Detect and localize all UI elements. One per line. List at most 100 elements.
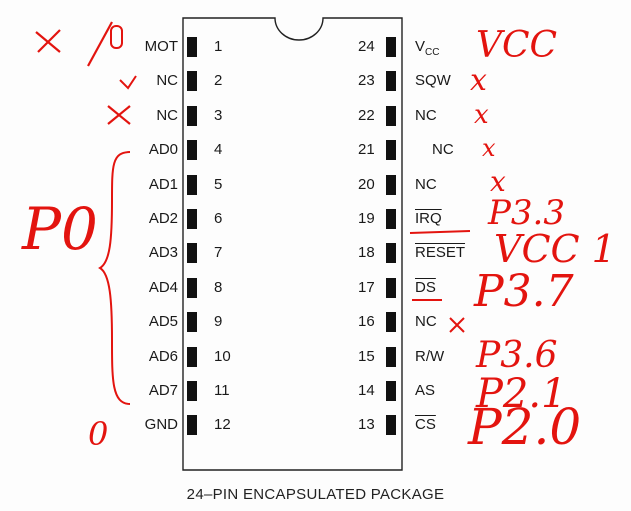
pin-name-main: CS xyxy=(415,416,436,434)
pin16-note-x xyxy=(449,317,465,333)
pin-name: NC xyxy=(156,106,178,124)
pin-note: x xyxy=(482,134,496,162)
pin-note: P2.0 xyxy=(468,398,582,456)
pin-number: 3 xyxy=(214,106,223,124)
pin-name: AS xyxy=(415,382,435,400)
pin-name: AD3 xyxy=(148,244,178,262)
pin-number: 24 xyxy=(358,38,375,55)
pin-note: VCC 1 xyxy=(494,227,616,271)
pin-name: R/W xyxy=(415,348,444,366)
pin-pad xyxy=(187,277,197,298)
pin-name: IRQ xyxy=(415,210,442,228)
pin-name-main: SQW xyxy=(415,72,451,90)
pin-note: x xyxy=(474,100,489,130)
pin-number: 21 xyxy=(358,141,375,159)
pin-note: P3.7 xyxy=(474,266,574,317)
pin-pad xyxy=(386,174,396,195)
pin-number: 10 xyxy=(214,347,231,365)
pin-name: AD1 xyxy=(148,175,178,193)
pin12-note: 0 xyxy=(88,415,109,453)
pin-name-main: IRQ xyxy=(415,210,442,227)
pin-number: 2 xyxy=(214,72,223,90)
pin-number: 9 xyxy=(214,313,223,331)
pin-number: 14 xyxy=(358,382,375,399)
bus-bracket xyxy=(98,151,131,405)
pin-name-main: R/W xyxy=(415,347,445,365)
pin-name-subscript: CC xyxy=(425,47,440,58)
pin-pad xyxy=(187,71,197,92)
pin-pad xyxy=(386,37,396,57)
pin-note: x xyxy=(470,63,487,98)
pin-note: P2.1 xyxy=(476,371,567,417)
pin-name-main: NC xyxy=(415,175,437,193)
pin-number: 17 xyxy=(358,278,375,296)
pin-name-main: RESET xyxy=(415,244,466,262)
pin-name: NC xyxy=(415,107,437,125)
pin-name: RESET xyxy=(415,244,465,262)
pin-name: NC xyxy=(156,72,178,90)
pin-number: 20 xyxy=(358,175,375,193)
pin-number: 6 xyxy=(214,210,223,227)
pin-pad xyxy=(386,381,396,401)
pin-name: AD4 xyxy=(148,278,178,296)
pin1-note-slash xyxy=(87,21,113,67)
pin-pad xyxy=(386,346,396,367)
pin-name: AD6 xyxy=(148,347,178,365)
pin-note: P3.6 xyxy=(476,335,558,376)
pin-name: NC xyxy=(415,176,437,194)
chip-package-outline xyxy=(182,17,403,471)
pin-number: 15 xyxy=(358,347,375,365)
pin-name: NC xyxy=(432,141,454,159)
pin-note: VCC xyxy=(476,25,558,66)
irq-red-underline xyxy=(409,230,471,234)
pin-number: 12 xyxy=(214,416,231,434)
pin-number: 11 xyxy=(214,382,230,399)
pin-name: SQW xyxy=(415,72,451,90)
pin-number: 19 xyxy=(358,210,375,227)
pin-number: 7 xyxy=(214,244,223,262)
pin-name: AD7 xyxy=(148,382,178,399)
pin-number: 23 xyxy=(358,72,375,90)
pin-name-main: V xyxy=(415,38,426,55)
pin-pad xyxy=(386,209,396,229)
pin-pad xyxy=(187,37,197,57)
pin-name: AD0 xyxy=(148,141,178,159)
pin-name-main: NC xyxy=(415,106,437,124)
package-caption: 24–PIN ENCAPSULATED PACKAGE xyxy=(186,486,445,503)
pin-pad xyxy=(187,312,197,333)
pin-pad xyxy=(386,277,396,298)
pin-pad xyxy=(386,140,396,161)
pin-number: 1 xyxy=(214,38,223,55)
pin-pad xyxy=(386,71,396,92)
pin-pad xyxy=(386,105,396,126)
pin-name: VCC xyxy=(415,38,439,62)
pin-name: AD2 xyxy=(148,210,178,227)
pin-name: GND xyxy=(144,416,178,434)
pin-name: CS xyxy=(415,416,436,434)
pin-name: NC xyxy=(415,313,437,331)
pin-number: 22 xyxy=(358,106,375,124)
pin-pad xyxy=(187,209,197,229)
pin-pad xyxy=(386,243,396,264)
pin-number: 8 xyxy=(214,278,223,296)
bus-note: P0 xyxy=(22,195,98,263)
pin-note: P3.3 xyxy=(488,193,565,233)
pin-name: MOT xyxy=(144,38,178,55)
pin-name-main: NC xyxy=(415,313,437,331)
pin-name-main: AS xyxy=(415,382,436,399)
pin-pad xyxy=(187,346,197,367)
pin3-note-x xyxy=(107,105,131,125)
pin-note: x xyxy=(490,165,506,198)
pin-pad xyxy=(386,312,396,333)
pin-pad xyxy=(187,381,197,401)
pin-number: 16 xyxy=(358,313,375,331)
pin-pad xyxy=(187,243,197,264)
pin-name: DS xyxy=(415,279,436,297)
pin-name: AD5 xyxy=(148,313,178,331)
pin-number: 4 xyxy=(214,141,223,159)
pin-number: 13 xyxy=(358,416,375,434)
pin-name-main: DS xyxy=(415,278,436,296)
pin1-note-x xyxy=(35,29,61,53)
pin-pad xyxy=(187,415,197,436)
